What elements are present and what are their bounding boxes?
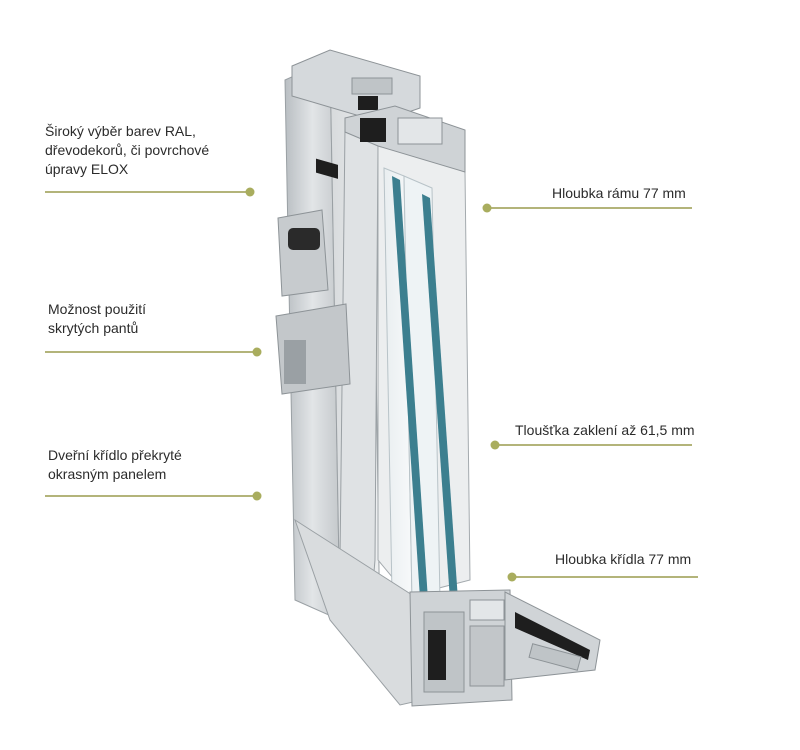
leader-dot-sash-depth bbox=[507, 572, 517, 582]
callout-glazing: Tloušťka zaklení až 61,5 mm bbox=[515, 422, 695, 438]
leader-dot-frame-depth bbox=[482, 203, 492, 213]
leader-dot-colors bbox=[245, 187, 255, 197]
glass-edge-1 bbox=[392, 176, 428, 600]
callout-colors: Široký výběr barev RAL, dřevodekorů, či … bbox=[45, 123, 210, 177]
leader-dot-hinges bbox=[252, 347, 262, 357]
sash-bottom bbox=[294, 518, 423, 706]
callout-panel: Dveřní křídlo překryté okrasným panelem bbox=[48, 447, 182, 482]
glass-edge-2 bbox=[422, 194, 458, 600]
callout-hinges: Možnost použití skrytých pantů bbox=[48, 301, 147, 336]
callout-sash-depth: Hloubka křídla 77 mm bbox=[555, 551, 692, 567]
leader-dot-panel bbox=[252, 491, 262, 501]
leader-dot-glazing bbox=[490, 440, 500, 450]
hinge-upper bbox=[277, 209, 329, 297]
callout-frame-depth: Hloubka rámu 77 mm bbox=[552, 185, 686, 201]
